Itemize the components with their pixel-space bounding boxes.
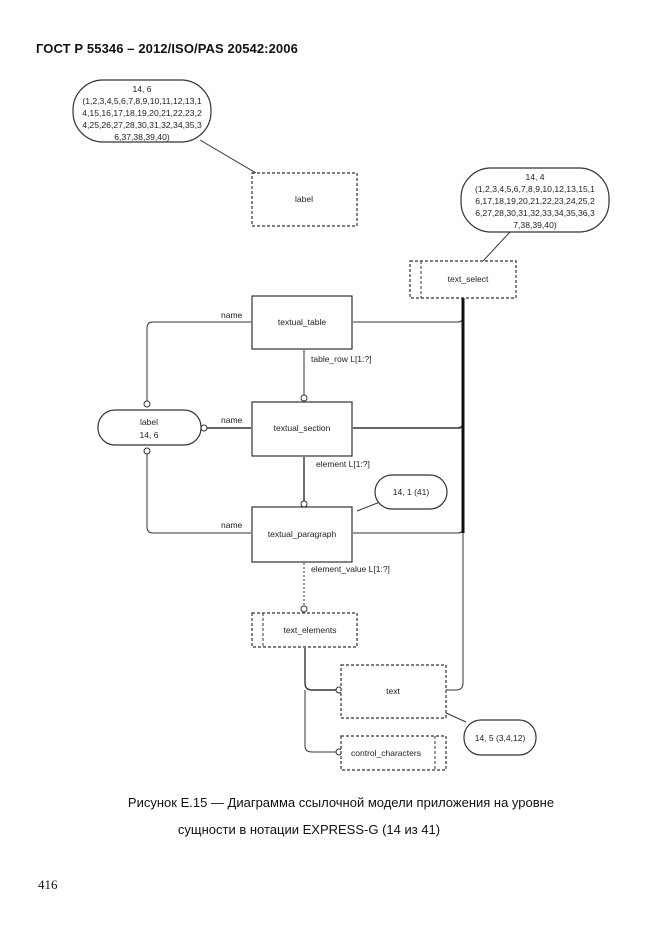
type-text-select[interactable]: text_select	[409, 260, 517, 299]
bubble-line: (1,2,3,4,5,6,7,8,9,10,11,12,13,1	[82, 96, 202, 106]
type-label[interactable]: label	[251, 172, 358, 227]
type-text-elements[interactable]: text_elements	[251, 612, 358, 648]
type-text[interactable]: text	[340, 664, 447, 719]
bubble-line: 7,38,39,40)	[513, 220, 557, 230]
bubble-line: 14, 4	[525, 172, 544, 182]
svg-text:14, 5 (3,4,12): 14, 5 (3,4,12)	[475, 733, 526, 743]
relation-table-select	[353, 315, 464, 323]
relation-paragraph-select	[353, 526, 464, 534]
relation-select-text	[446, 533, 464, 691]
page-number: 416	[38, 877, 58, 892]
figure-caption-line-2: сущности в нотации EXPRESS-G (14 из 41)	[177, 822, 441, 837]
entity-textual-section[interactable]: textual_section	[251, 401, 353, 457]
relation-elements-text	[304, 648, 336, 691]
svg-text:textual_paragraph: textual_paragraph	[268, 529, 337, 539]
svg-text:control_characters: control_characters	[351, 748, 421, 758]
connector-label-def	[199, 139, 257, 174]
svg-text:label: label	[295, 194, 313, 204]
relation-elements-control	[304, 690, 336, 753]
type-control-characters[interactable]: control_characters	[340, 735, 447, 771]
relation-name-paragraph	[146, 453, 251, 534]
bubble-line: 6,17,18,19,20,21,22,23,24,25,2	[475, 196, 595, 206]
svg-text:text_elements: text_elements	[284, 625, 337, 635]
relation-label-table-row: table_row L[1:?]	[311, 354, 371, 364]
relation-label-name: name	[221, 415, 243, 425]
text-reference-bubble[interactable]: 14, 5 (3,4,12)	[463, 719, 537, 756]
end-circle-table-row	[300, 394, 308, 402]
svg-text:14, 1 (41): 14, 1 (41)	[393, 487, 430, 497]
relation-name-table	[146, 321, 251, 402]
svg-text:label: label	[140, 417, 158, 427]
end-circle-element-value	[300, 605, 308, 613]
relation-label-element-value: element_value L[1:?]	[311, 564, 390, 574]
label-definition-bubble: 14, 6 (1,2,3,4,5,6,7,8,9,10,11,12,13,1 4…	[72, 79, 212, 143]
svg-text:14, 6: 14, 6	[140, 430, 159, 440]
relation-label-element: element L[1:?]	[316, 459, 370, 469]
document-header: ГОСТ Р 55346 – 2012/ISO/PAS 20542:2006	[36, 41, 298, 56]
label-reference-bubble[interactable]: label 14, 6	[97, 409, 202, 446]
entity-textual-paragraph[interactable]: textual_paragraph	[251, 506, 353, 563]
end-circle-label-bottom	[143, 447, 151, 455]
figure-caption-line-1: Рисунок Е.15 — Диаграмма ссылочной модел…	[127, 795, 555, 810]
entity-textual-table[interactable]: textual_table	[251, 295, 353, 350]
end-circle-element	[300, 500, 308, 508]
connector-text-select-def	[482, 231, 511, 262]
text-select-definition-bubble: 14, 4 (1,2,3,4,5,6,7,8,9,10,12,13,15,1 6…	[460, 167, 610, 233]
svg-text:text_select: text_select	[448, 274, 489, 284]
end-circle-label-top	[143, 400, 151, 408]
relation-section-select	[353, 421, 464, 429]
paragraph-reference-bubble[interactable]: 14, 1 (41)	[374, 474, 448, 510]
bubble-line: 6,37,38,39,40)	[114, 132, 170, 142]
svg-text:textual_section: textual_section	[274, 423, 331, 433]
connector-text-ref	[445, 712, 467, 723]
bubble-line: 4,25,26,27,28,30,31,32,34,35,3	[82, 120, 202, 130]
svg-text:textual_table: textual_table	[278, 317, 326, 327]
relation-label-name: name	[221, 520, 243, 530]
end-circle-label-right	[200, 424, 208, 432]
bubble-line: 6,27,28,30,31,32,33,34,35,36,3	[475, 208, 595, 218]
relation-label-name: name	[221, 310, 243, 320]
bubble-line: 4,15,16,17,18,19,20,21,22,23,2	[82, 108, 202, 118]
svg-text:text: text	[386, 686, 400, 696]
bubble-line: (1,2,3,4,5,6,7,8,9,10,12,13,15,1	[475, 184, 595, 194]
bubble-line: 14, 6	[132, 84, 151, 94]
connector-paragraph-ref	[356, 501, 381, 512]
